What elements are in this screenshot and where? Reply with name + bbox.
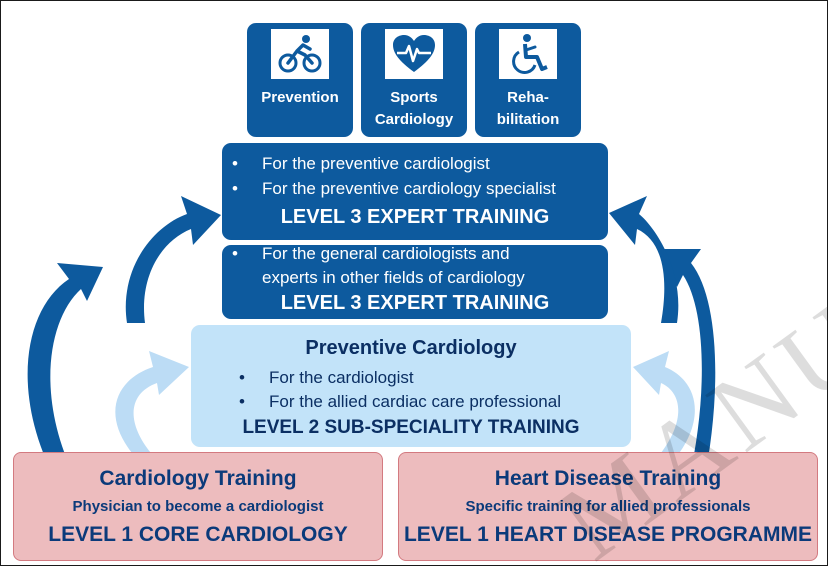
- bullet-text: For the allied cardiac care professional: [269, 392, 561, 411]
- level3-specialist-box: • For the preventive cardiologist • For …: [222, 143, 608, 240]
- bullet-text: For the general cardiologists and: [262, 244, 510, 263]
- bullet-text: For the cardiologist: [269, 368, 414, 387]
- level1-heart-subtitle: Specific training for allied professiona…: [465, 498, 751, 515]
- level3-general-bullet-1: • For the general cardiologists and: [232, 243, 510, 265]
- prevention-card: Prevention: [247, 23, 353, 137]
- bullet-glyph: •: [239, 368, 245, 387]
- level3-specialist-bullet-1: • For the preventive cardiologist: [232, 153, 490, 175]
- level1-heart-level: LEVEL 1 HEART DISEASE PROGRAMME: [403, 523, 812, 546]
- bullet-text: experts in other fields of cardiology: [262, 268, 525, 287]
- level1-heart-title: Heart Disease Training: [494, 467, 722, 490]
- arrow-right-inner: [609, 196, 679, 323]
- sports-cardiology-card: Sports Cardiology: [361, 23, 467, 137]
- level2-title: Preventive Cardiology: [305, 337, 517, 359]
- level3-general-bullet-2: experts in other fields of cardiology: [262, 267, 525, 289]
- level2-bullet-1: • For the cardiologist: [239, 367, 414, 389]
- bullet-text: For the preventive cardiologist: [262, 154, 490, 173]
- heart-pulse-icon: [385, 29, 443, 79]
- cyclist-icon: [271, 29, 329, 79]
- bullet-glyph: •: [239, 392, 245, 411]
- level2-box: Preventive Cardiology • For the cardiolo…: [191, 325, 631, 447]
- arrow-left-inner: [125, 196, 221, 323]
- level2-bullet-2: • For the allied cardiac care profession…: [239, 391, 561, 413]
- arrow-left-light: [115, 351, 189, 461]
- prevention-label: Prevention: [261, 89, 339, 106]
- level2-footer: LEVEL 2 SUB-SPECIALITY TRAINING: [242, 417, 580, 438]
- level3-specialist-bullet-2: • For the preventive cardiology speciali…: [232, 178, 556, 200]
- bullet-glyph: •: [232, 154, 238, 173]
- level1-core-level: LEVEL 1 CORE CARDIOLOGY: [48, 523, 348, 546]
- rehabilitation-label: Reha-bilitation: [496, 89, 560, 128]
- level1-core-box: Cardiology Training Physician to become …: [13, 452, 383, 561]
- arrow-right-outer: [663, 249, 716, 486]
- level3-specialist-title: LEVEL 3 EXPERT TRAINING: [280, 206, 550, 228]
- level3-general-title: LEVEL 3 EXPERT TRAINING: [280, 292, 550, 314]
- level1-core-subtitle: Physician to become a cardiologist: [72, 498, 324, 515]
- wheelchair-icon: [499, 29, 557, 79]
- rehabilitation-card: Reha-bilitation: [475, 23, 581, 137]
- level1-core-title: Cardiology Training: [99, 467, 297, 490]
- arrow-left-outer: [27, 263, 104, 486]
- level1-heart-disease-box: Heart Disease Training Specific training…: [398, 452, 818, 561]
- sports-cardiology-label: Sports Cardiology: [374, 89, 454, 128]
- bullet-text: For the preventive cardiology specialist: [262, 179, 556, 198]
- bullet-glyph: •: [232, 179, 238, 198]
- arrow-right-light: [633, 351, 695, 461]
- level3-general-box: • For the general cardiologists and expe…: [222, 243, 608, 319]
- bullet-glyph: •: [232, 244, 238, 263]
